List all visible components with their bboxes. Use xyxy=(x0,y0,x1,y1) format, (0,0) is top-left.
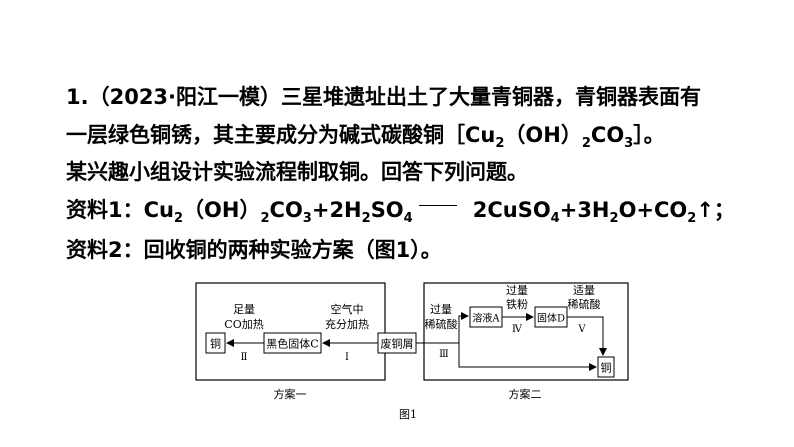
plan2-label: 方案二 xyxy=(509,387,542,401)
reaction-arrow xyxy=(418,204,457,206)
question-number: 1. xyxy=(66,85,89,109)
svg-text:Ⅰ: Ⅰ xyxy=(345,352,349,363)
svg-text:Ⅳ: Ⅳ xyxy=(512,324,523,335)
svg-text:过量: 过量 xyxy=(506,284,528,297)
svg-text:溶液A: 溶液A xyxy=(472,312,500,325)
plan1-label: 方案一 xyxy=(274,387,307,401)
svg-text:铜: 铜 xyxy=(601,361,612,375)
svg-text:稀硫酸: 稀硫酸 xyxy=(425,317,458,331)
svg-text:适量: 适量 xyxy=(573,284,595,297)
svg-text:CO加热: CO加热 xyxy=(224,318,263,331)
svg-text:充分加热: 充分加热 xyxy=(325,317,369,331)
arrow-step-3-down xyxy=(458,343,597,371)
copper-box-plan2 xyxy=(597,356,615,378)
plan2-frame xyxy=(423,282,629,381)
plan1-frame xyxy=(195,282,386,381)
arrow-step-3-up xyxy=(416,312,469,344)
svg-text:铁粉: 铁粉 xyxy=(506,298,528,311)
question-line-2: 一层绿色铜锈，其主要成分为碱式碳酸铜［Cu2（OH）2CO3］。 xyxy=(66,123,665,151)
figure-caption: 图1 xyxy=(399,408,417,421)
svg-text:Ⅴ: Ⅴ xyxy=(577,324,586,335)
question-line-1: 1.（2023·阳江一模）三星堆遗址出土了大量青铜器，青铜器表面有 xyxy=(66,85,702,109)
question-source: （2023·阳江一模） xyxy=(88,85,282,109)
svg-text:黑色固体C: 黑色固体C xyxy=(266,337,318,351)
reference-2: 资料2：回收铜的两种实验方案（图1）。 xyxy=(66,238,442,262)
svg-text:稀硫酸: 稀硫酸 xyxy=(568,297,601,311)
svg-text:Ⅲ: Ⅲ xyxy=(439,349,449,360)
svg-text:废铜屑: 废铜屑 xyxy=(381,337,414,351)
svg-text:铜: 铜 xyxy=(210,337,221,351)
svg-text:过量: 过量 xyxy=(430,303,452,316)
arrow-step-5 xyxy=(567,316,607,356)
copper-box-plan1 xyxy=(205,332,226,354)
question-line-3: 某兴趣小组设计实验流程制取铜。回答下列问题。 xyxy=(66,160,528,184)
svg-text:空气中: 空气中 xyxy=(331,302,364,316)
svg-text:足量: 足量 xyxy=(233,303,255,316)
svg-text:Ⅱ: Ⅱ xyxy=(241,352,248,363)
svg-text:固体D: 固体D xyxy=(537,313,565,325)
